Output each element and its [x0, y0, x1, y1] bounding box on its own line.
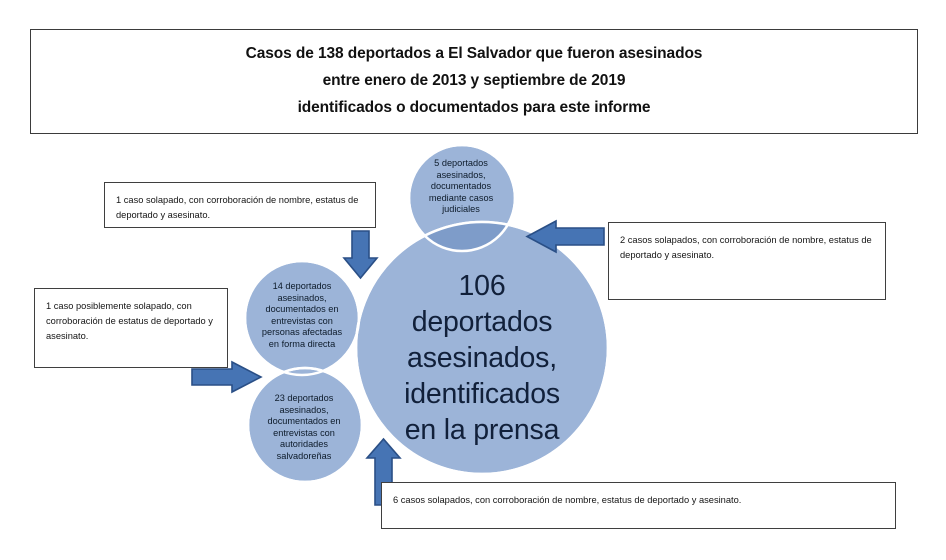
label-personas-line-3: documentados en — [265, 304, 339, 315]
label-autoridades-line-4: entrevistas con — [273, 427, 335, 438]
callout-bottom: 6 casos solapados, con corroboración de … — [381, 482, 896, 529]
arrow-left-icon — [525, 219, 605, 254]
label-personas-line-1: 14 deportados — [272, 281, 332, 291]
callout-top: 1 caso solapado, con corroboración de no… — [104, 182, 376, 228]
label-autoridades-line-5: autoridades — [279, 439, 328, 450]
label-personas-line-2: asesinados, — [277, 292, 327, 303]
arrow-right-icon — [191, 360, 263, 394]
circle-label-autoridades: 23 deportados asesinados, documentados e… — [250, 393, 358, 463]
callout-left: 1 caso posiblemente solapado, con corrob… — [34, 288, 228, 368]
label-prensa-line-2: deportados — [411, 306, 553, 338]
label-judiciales-line-4: mediante casos — [428, 192, 494, 203]
label-prensa-line-4: identificados — [404, 378, 560, 410]
label-prensa-line-3: asesinados, — [407, 342, 557, 374]
title-line-2: entre enero de 2013 y septiembre de 2019 — [322, 72, 626, 89]
circle-label-prensa: 106 deportados asesinados, identificados… — [370, 268, 594, 448]
label-personas-line-4: entrevistas con — [271, 315, 333, 326]
callout-left-text: 1 caso posiblemente solapado, con corrob… — [46, 301, 213, 341]
callout-bottom-text: 6 casos solapados, con corroboración de … — [393, 495, 742, 505]
circle-label-personas-afectadas: 14 deportados asesinados, documentados e… — [247, 281, 357, 351]
label-prensa-line-5: en la prensa — [404, 414, 560, 446]
label-judiciales-line-5: judiciales — [442, 204, 480, 215]
label-personas-line-6: en forma directa — [268, 338, 336, 349]
label-judiciales-line-3: documentados — [430, 181, 492, 192]
callout-right-text: 2 casos solapados, con corroboración de … — [620, 235, 872, 260]
callout-right: 2 casos solapados, con corroboración de … — [608, 222, 886, 300]
circle-label-judiciales: 5 deportados asesinados, documentados me… — [400, 158, 522, 216]
label-autoridades-line-6: salvadoreñas — [276, 450, 332, 461]
title-line-3: identificados o documentados para este i… — [297, 99, 651, 116]
label-autoridades-line-3: documentados en — [267, 416, 341, 427]
callout-top-text: 1 caso solapado, con corroboración de no… — [116, 195, 359, 220]
label-autoridades-line-1: 23 deportados — [274, 393, 334, 403]
label-autoridades-line-2: asesinados, — [279, 404, 329, 415]
title-box: Casos de 138 deportados a El Salvador qu… — [30, 29, 918, 134]
label-prensa-line-1: 106 — [458, 270, 506, 302]
title-line-1: Casos de 138 deportados a El Salvador qu… — [245, 45, 703, 62]
label-personas-line-5: personas afectadas — [261, 327, 343, 338]
label-judiciales-line-2: asesinados, — [436, 169, 486, 180]
arrow-down-icon — [342, 230, 379, 280]
label-judiciales-line-1: 5 deportados — [434, 158, 488, 168]
